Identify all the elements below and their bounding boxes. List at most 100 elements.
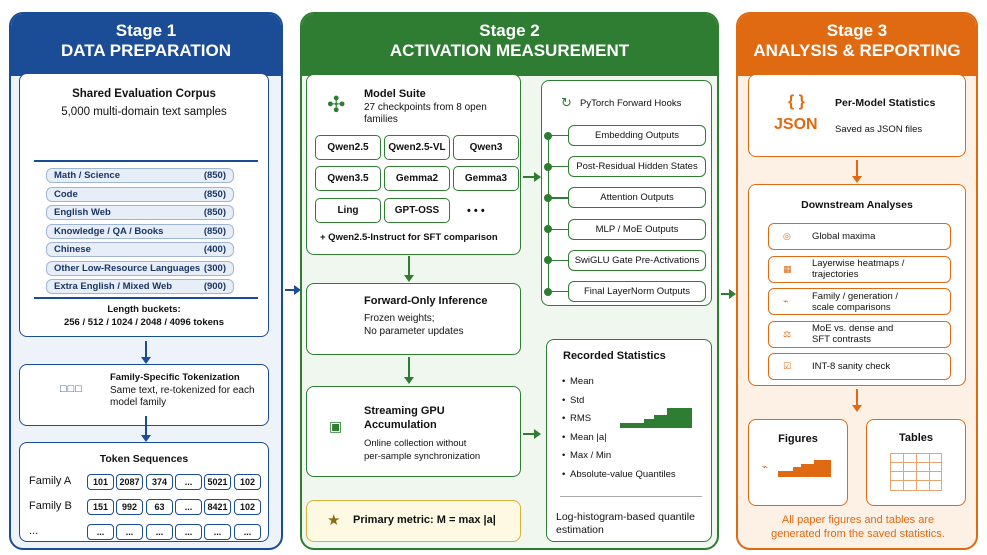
recorded-stats-title: Recorded Statistics — [563, 350, 666, 362]
tokenization-line1: Same text, re-tokenized for each — [110, 385, 255, 396]
hook-item: SwiGLU Gate Pre-Activations — [568, 249, 706, 271]
analysis-line2: SFT contrasts — [812, 334, 871, 345]
hooks-icon: ↻ — [561, 95, 572, 110]
model-suite-box — [306, 74, 521, 255]
arrow-models-to-hooks — [523, 172, 541, 182]
arrow-stage2-to-stage3 — [721, 289, 736, 299]
hook-connector-line — [549, 135, 568, 137]
stat-item: Absolute-value Quantiles — [570, 468, 676, 480]
domain-count: (400) — [203, 244, 226, 255]
stage2-subtitle: ACTIVATION MEASUREMENT — [389, 41, 630, 60]
arrow-tokenization-to-sequences — [141, 416, 151, 442]
domain-name: Math / Science — [54, 170, 120, 181]
stage3-footer2: generated from the saved statistics. — [771, 528, 945, 540]
arrow-downstream-to-outputs — [852, 389, 862, 412]
token-cell: 8421 — [204, 499, 231, 515]
model-suite-icon: ✣ — [327, 92, 346, 117]
domain-pill: Code(850) — [46, 186, 234, 202]
stat-bullet: • — [562, 413, 566, 424]
figures-icon: ⌁ — [762, 462, 769, 473]
hook-item: Embedding Outputs — [568, 125, 706, 146]
analysis-line1: Family / generation / — [812, 290, 899, 302]
per-model-title: Per-Model Statistics — [835, 97, 936, 109]
domain-pill: Knowledge / QA / Books(850) — [46, 223, 234, 239]
model-chip: Qwen2.5 — [315, 135, 381, 160]
token-cell: 992 — [116, 499, 143, 515]
downstream-title: Downstream Analyses — [801, 199, 913, 211]
corpus-desc: 5,000 multi-domain text samples — [61, 106, 227, 118]
figures-box — [748, 419, 848, 506]
stage3-header: Stage 3 ANALYSIS & REPORTING — [738, 14, 976, 76]
stat-bullet: • — [562, 394, 566, 406]
per-model-desc: Saved as JSON files — [835, 124, 923, 135]
analysis-line1: MoE vs. dense and — [812, 323, 894, 334]
hook-connector-dot — [544, 225, 552, 234]
token-cell: 5021 — [204, 474, 231, 490]
accumulation-line1: Online collection without — [364, 438, 467, 449]
analysis-label: Global maxima — [812, 231, 875, 242]
corpus-divider-2 — [34, 297, 258, 299]
stat-bullet: • — [562, 450, 566, 461]
token-cell: ... — [146, 524, 173, 540]
hook-connector-dot — [544, 256, 552, 265]
token-cell: 102 — [234, 474, 261, 490]
domain-name: Other Low-Resource Languages — [54, 262, 201, 274]
recorded-stats-divider — [560, 496, 702, 497]
hook-item: Attention Outputs — [568, 187, 706, 209]
inference-box — [306, 283, 521, 355]
downstream-item: ⌁ Family / generation /scale comparisons — [768, 288, 951, 315]
tables-title: Tables — [898, 432, 934, 444]
token-cell: 63 — [146, 499, 173, 515]
inference-line2: No parameter updates — [364, 326, 464, 337]
stat-item: Mean |a| — [570, 431, 607, 443]
token-cell: 101 — [87, 474, 114, 490]
stat-item: RMS — [570, 413, 592, 424]
stage1-title: Stage 1 — [115, 21, 177, 40]
model-suite-title: Model Suite — [364, 88, 426, 100]
analysis-icon: ◎ — [783, 231, 791, 241]
domain-count: (850) — [203, 170, 226, 181]
downstream-box — [748, 184, 966, 386]
stage3-title: Stage 3 — [826, 21, 888, 40]
tokenization-title: Family-Specific Tokenization — [110, 372, 240, 383]
token-cell: ... — [204, 524, 231, 540]
arrow-inference-to-accumulation — [404, 357, 414, 384]
analysis-label: Family / generation /scale comparisons — [812, 291, 898, 313]
length-buckets-values: 256 / 512 / 1024 / 2048 / 4096 tokens — [63, 317, 225, 328]
analysis-line2: scale comparisons — [812, 301, 891, 313]
token-cell: ... — [175, 524, 202, 540]
accumulation-icon: ▣ — [329, 418, 343, 434]
token-cell: 2087 — [116, 474, 143, 490]
hook-item: Final LayerNorm Outputs — [568, 281, 706, 302]
domain-name: Knowledge / QA / Books — [54, 225, 164, 237]
hook-connector-line — [549, 228, 568, 230]
arrow-models-to-inference — [404, 256, 414, 282]
per-model-box — [748, 74, 966, 157]
analysis-line1: Layerwise heatmaps / trajectories — [812, 258, 905, 280]
domain-count: (900) — [203, 281, 226, 292]
token-cell: ... — [175, 474, 202, 490]
token-cell: ... — [87, 524, 114, 540]
tokenization-box — [19, 364, 269, 426]
accumulation-title1: Streaming GPU — [364, 405, 445, 417]
analysis-icon: ⌁ — [783, 296, 789, 306]
stat-bullet: • — [562, 376, 566, 387]
analysis-label: Layerwise heatmaps / trajectories — [812, 258, 950, 280]
stage2-title: Stage 2 — [479, 21, 540, 40]
model-chip: Qwen3 — [453, 135, 519, 160]
analysis-icon: ⚖ — [783, 328, 792, 339]
token-cell: 374 — [146, 474, 173, 490]
hook-connector-line — [549, 291, 568, 293]
star-icon: ★ — [327, 512, 341, 529]
accumulation-box — [306, 386, 521, 477]
model-suite-desc1: 27 checkpoints from 8 open — [364, 102, 487, 113]
family-label: ... — [29, 525, 39, 537]
downstream-item: ▦Layerwise heatmaps / trajectories — [768, 255, 951, 283]
model-chip: Qwen3.5 — [315, 166, 381, 191]
family-label: Family B — [29, 500, 72, 512]
stat-bullet: • — [562, 468, 566, 480]
model-chip: Qwen2.5-VL — [384, 135, 450, 160]
token-cell: ... — [116, 524, 143, 540]
stat-item: Max / Min — [570, 450, 612, 461]
